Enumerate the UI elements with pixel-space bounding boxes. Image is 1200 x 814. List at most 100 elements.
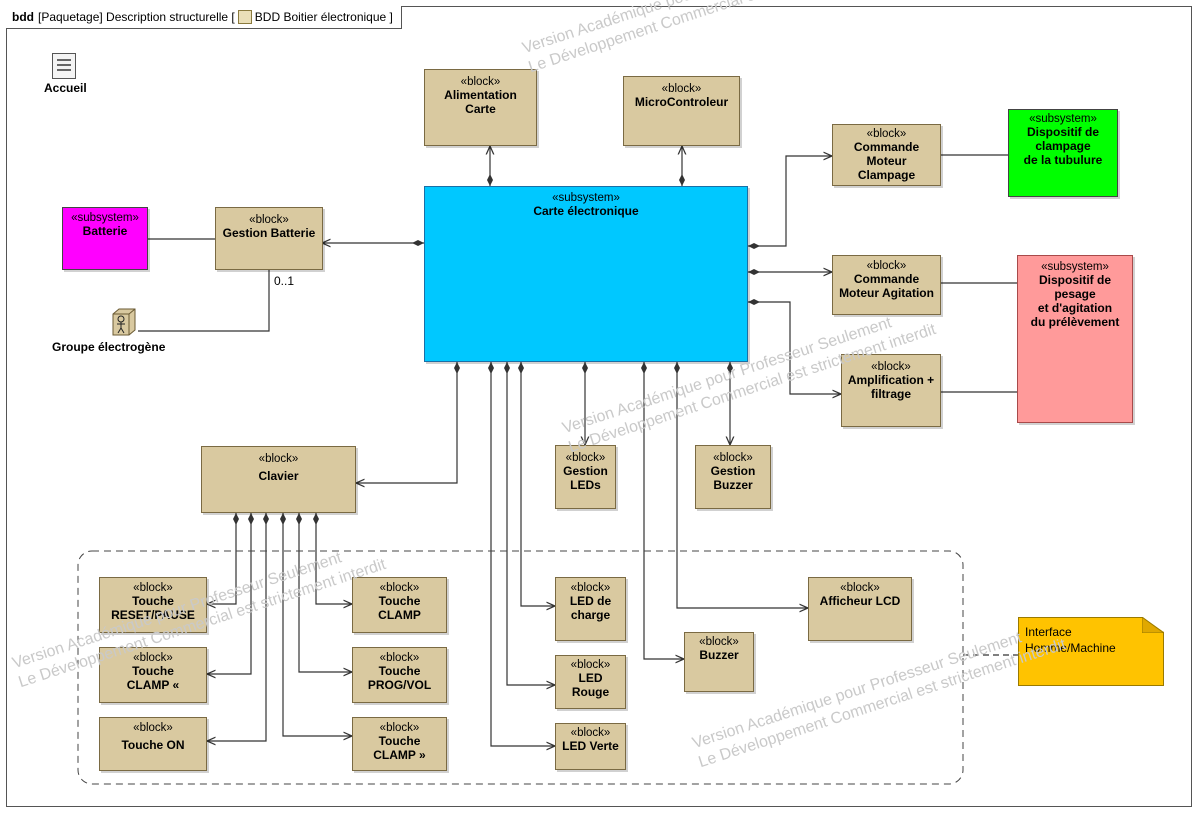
stereotype: «subsystem» — [71, 212, 139, 224]
diamond-afficheur — [674, 362, 680, 374]
stereotype: «block» — [661, 83, 702, 95]
block-microcontroleur[interactable]: «block» MicroControleur — [623, 76, 740, 146]
block-led-rouge[interactable]: «block» LED Rouge — [555, 655, 626, 709]
block-name: Gestion LEDs — [563, 464, 608, 492]
stereotype: «subsystem» — [1041, 261, 1109, 273]
link-carte-amplification — [748, 301, 841, 394]
block-name: Touche CLAMP « — [126, 664, 180, 692]
link-carte-clavier — [356, 362, 458, 483]
diamond-alimentation — [487, 174, 493, 186]
stereotype: «block» — [570, 582, 611, 594]
diamond-clamp-left — [248, 513, 254, 525]
block-afficheur-lcd[interactable]: «block» Afficheur LCD — [808, 577, 912, 641]
diagram-header: bdd [Paquetage] Description structurelle … — [6, 6, 402, 29]
block-name: Touche CLAMP — [378, 594, 421, 622]
block-name: Touche PROG/VOL — [367, 664, 432, 692]
block-name: Commande Moteur Clampage — [853, 140, 920, 182]
stereotype: «block» — [460, 76, 501, 88]
stereotype: «block» — [133, 652, 173, 664]
diamond-prog — [296, 513, 302, 525]
block-touche-reset-pause[interactable]: «block» Touche RESET/PAUSE — [99, 577, 207, 633]
stereotype: «block» — [379, 722, 420, 734]
block-touche-on[interactable]: «block» Touche ON — [99, 717, 207, 771]
diagram-frame — [6, 6, 1192, 807]
actor-icon — [110, 308, 136, 336]
stereotype: «block» — [866, 260, 907, 272]
diamond-on — [263, 513, 269, 525]
block-buzzer[interactable]: «block» Buzzer — [684, 632, 754, 692]
diamond-gestion-buzzer — [727, 362, 733, 374]
block-touche-prog-vol[interactable]: «block» Touche PROG/VOL — [352, 647, 447, 703]
stereotype: «block» — [133, 722, 173, 734]
stereotype: «block» — [570, 659, 611, 671]
block-led-verte[interactable]: «block» LED Verte — [555, 723, 626, 770]
block-name: Buzzer — [699, 648, 739, 662]
block-clavier[interactable]: «block» Clavier — [201, 446, 356, 513]
diagram-name: BDD Boitier électronique — [254, 10, 387, 24]
note-fold-corner — [1142, 617, 1164, 633]
diamond-gestion-leds — [582, 362, 588, 374]
bdd-icon — [237, 10, 252, 24]
stereotype: «block» — [565, 452, 606, 464]
block-commande-clampage[interactable]: «block» Commande Moteur Clampage — [832, 124, 941, 186]
block-gestion-leds[interactable]: «block» Gestion LEDs — [555, 445, 616, 509]
block-gestion-batterie[interactable]: «block» Gestion Batterie — [215, 207, 323, 270]
link-clavier-prog — [298, 513, 352, 672]
block-touche-clamp[interactable]: «block» Touche CLAMP — [352, 577, 447, 633]
stereotype: «block» — [570, 727, 611, 739]
diagram-kind: bdd — [12, 10, 34, 24]
link-gestion-batterie-groupe — [138, 270, 270, 332]
subsystem-batterie[interactable]: «subsystem» Batterie — [62, 207, 148, 270]
diamond-gestion-batterie — [412, 240, 424, 246]
block-alimentation-carte[interactable]: «block» Alimentation Carte — [424, 69, 537, 146]
link-carte-buzzer — [643, 362, 684, 659]
block-commande-agitation[interactable]: «block» Commande Moteur Agitation — [832, 255, 941, 315]
block-touche-clamp-right[interactable]: «block» Touche CLAMP » — [352, 717, 447, 771]
block-name: Afficheur LCD — [819, 594, 901, 608]
block-gestion-buzzer[interactable]: «block» Gestion Buzzer — [695, 445, 771, 509]
stereotype: «block» — [379, 652, 420, 664]
link-carte-commande-clampage — [748, 156, 832, 247]
block-name: Touche CLAMP » — [373, 734, 426, 762]
block-name: MicroControleur — [634, 95, 729, 109]
subsystem-dispositif-pesage[interactable]: «subsystem» Dispositif de pesage et d'ag… — [1017, 255, 1133, 423]
link-carte-led-rouge — [506, 362, 555, 685]
diagram-scope: [Paquetage] Description structurelle [ — [38, 10, 235, 24]
stereotype: «block» — [133, 582, 173, 594]
accueil-link[interactable]: Accueil — [44, 53, 104, 95]
link-carte-led-charge — [520, 362, 555, 606]
diamond-clavier-link — [454, 362, 460, 374]
stereotype: «block» — [379, 582, 420, 594]
block-name: Commande Moteur Agitation — [839, 272, 934, 300]
block-name: Gestion Buzzer — [710, 464, 756, 492]
block-name: Touche RESET/PAUSE — [111, 594, 195, 622]
block-name: Clavier — [258, 469, 299, 483]
accueil-label: Accueil — [44, 81, 87, 95]
link-carte-afficheur — [676, 362, 808, 608]
note-interface-homme-machine[interactable]: Interface Homme/Machine — [1018, 617, 1164, 686]
block-name: Amplification + filtrage — [847, 373, 935, 401]
diamond-led-charge — [518, 362, 524, 374]
subsystem-carte-electronique[interactable]: «subsystem» Carte électronique — [424, 186, 748, 362]
block-amplification-filtrage[interactable]: «block» Amplification + filtrage — [841, 354, 941, 427]
block-name: LED Verte — [562, 739, 619, 753]
link-clavier-clamp-left — [207, 513, 252, 674]
link-clavier-clamp — [315, 513, 352, 604]
diamond-clamp-right — [280, 513, 286, 525]
link-carte-led-verte — [490, 362, 555, 746]
diamond-amplification — [748, 299, 760, 305]
stereotype: «subsystem» — [552, 192, 620, 204]
actor-label: Groupe électrogène — [52, 340, 166, 354]
block-led-charge[interactable]: «block» LED de charge — [555, 577, 626, 641]
block-name: Gestion Batterie — [222, 226, 316, 240]
block-name: LED Rouge — [571, 671, 610, 699]
subsystem-dispositif-clampage[interactable]: «subsystem» Dispositif de clampage de la… — [1008, 109, 1118, 197]
diamond-commande-agitation — [748, 269, 760, 275]
diamond-buzzer — [641, 362, 647, 374]
block-name: LED de charge — [569, 594, 612, 622]
stereotype: «block» — [699, 636, 739, 648]
block-name: Alimentation Carte — [444, 88, 517, 116]
block-name: Carte électronique — [533, 204, 639, 218]
link-clavier-on — [207, 513, 267, 741]
